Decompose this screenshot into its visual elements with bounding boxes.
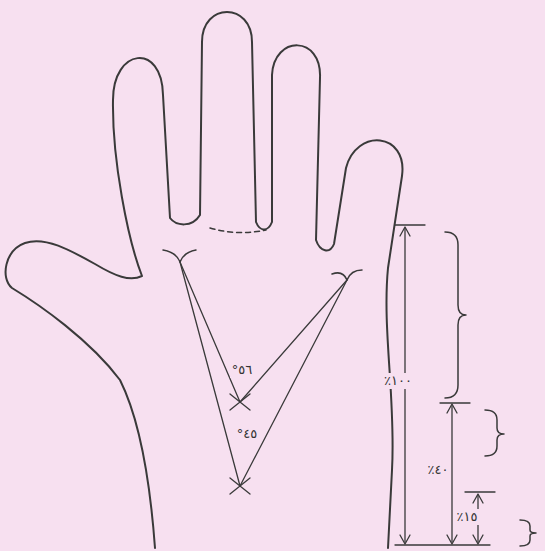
triradius-mark	[332, 270, 362, 280]
triradius-mark	[163, 250, 196, 262]
percent-label: ٪١٠٠	[382, 373, 414, 389]
angle-lines	[180, 262, 347, 494]
percent-label: ٪٤٠	[426, 462, 451, 478]
hand-outline	[6, 12, 403, 548]
angle-label: °٥٦	[230, 362, 254, 378]
finger-base-line	[210, 228, 266, 233]
percent-label: ٪١٥	[455, 509, 480, 525]
angle-label: °٤٥	[235, 426, 259, 442]
brace	[445, 232, 536, 546]
